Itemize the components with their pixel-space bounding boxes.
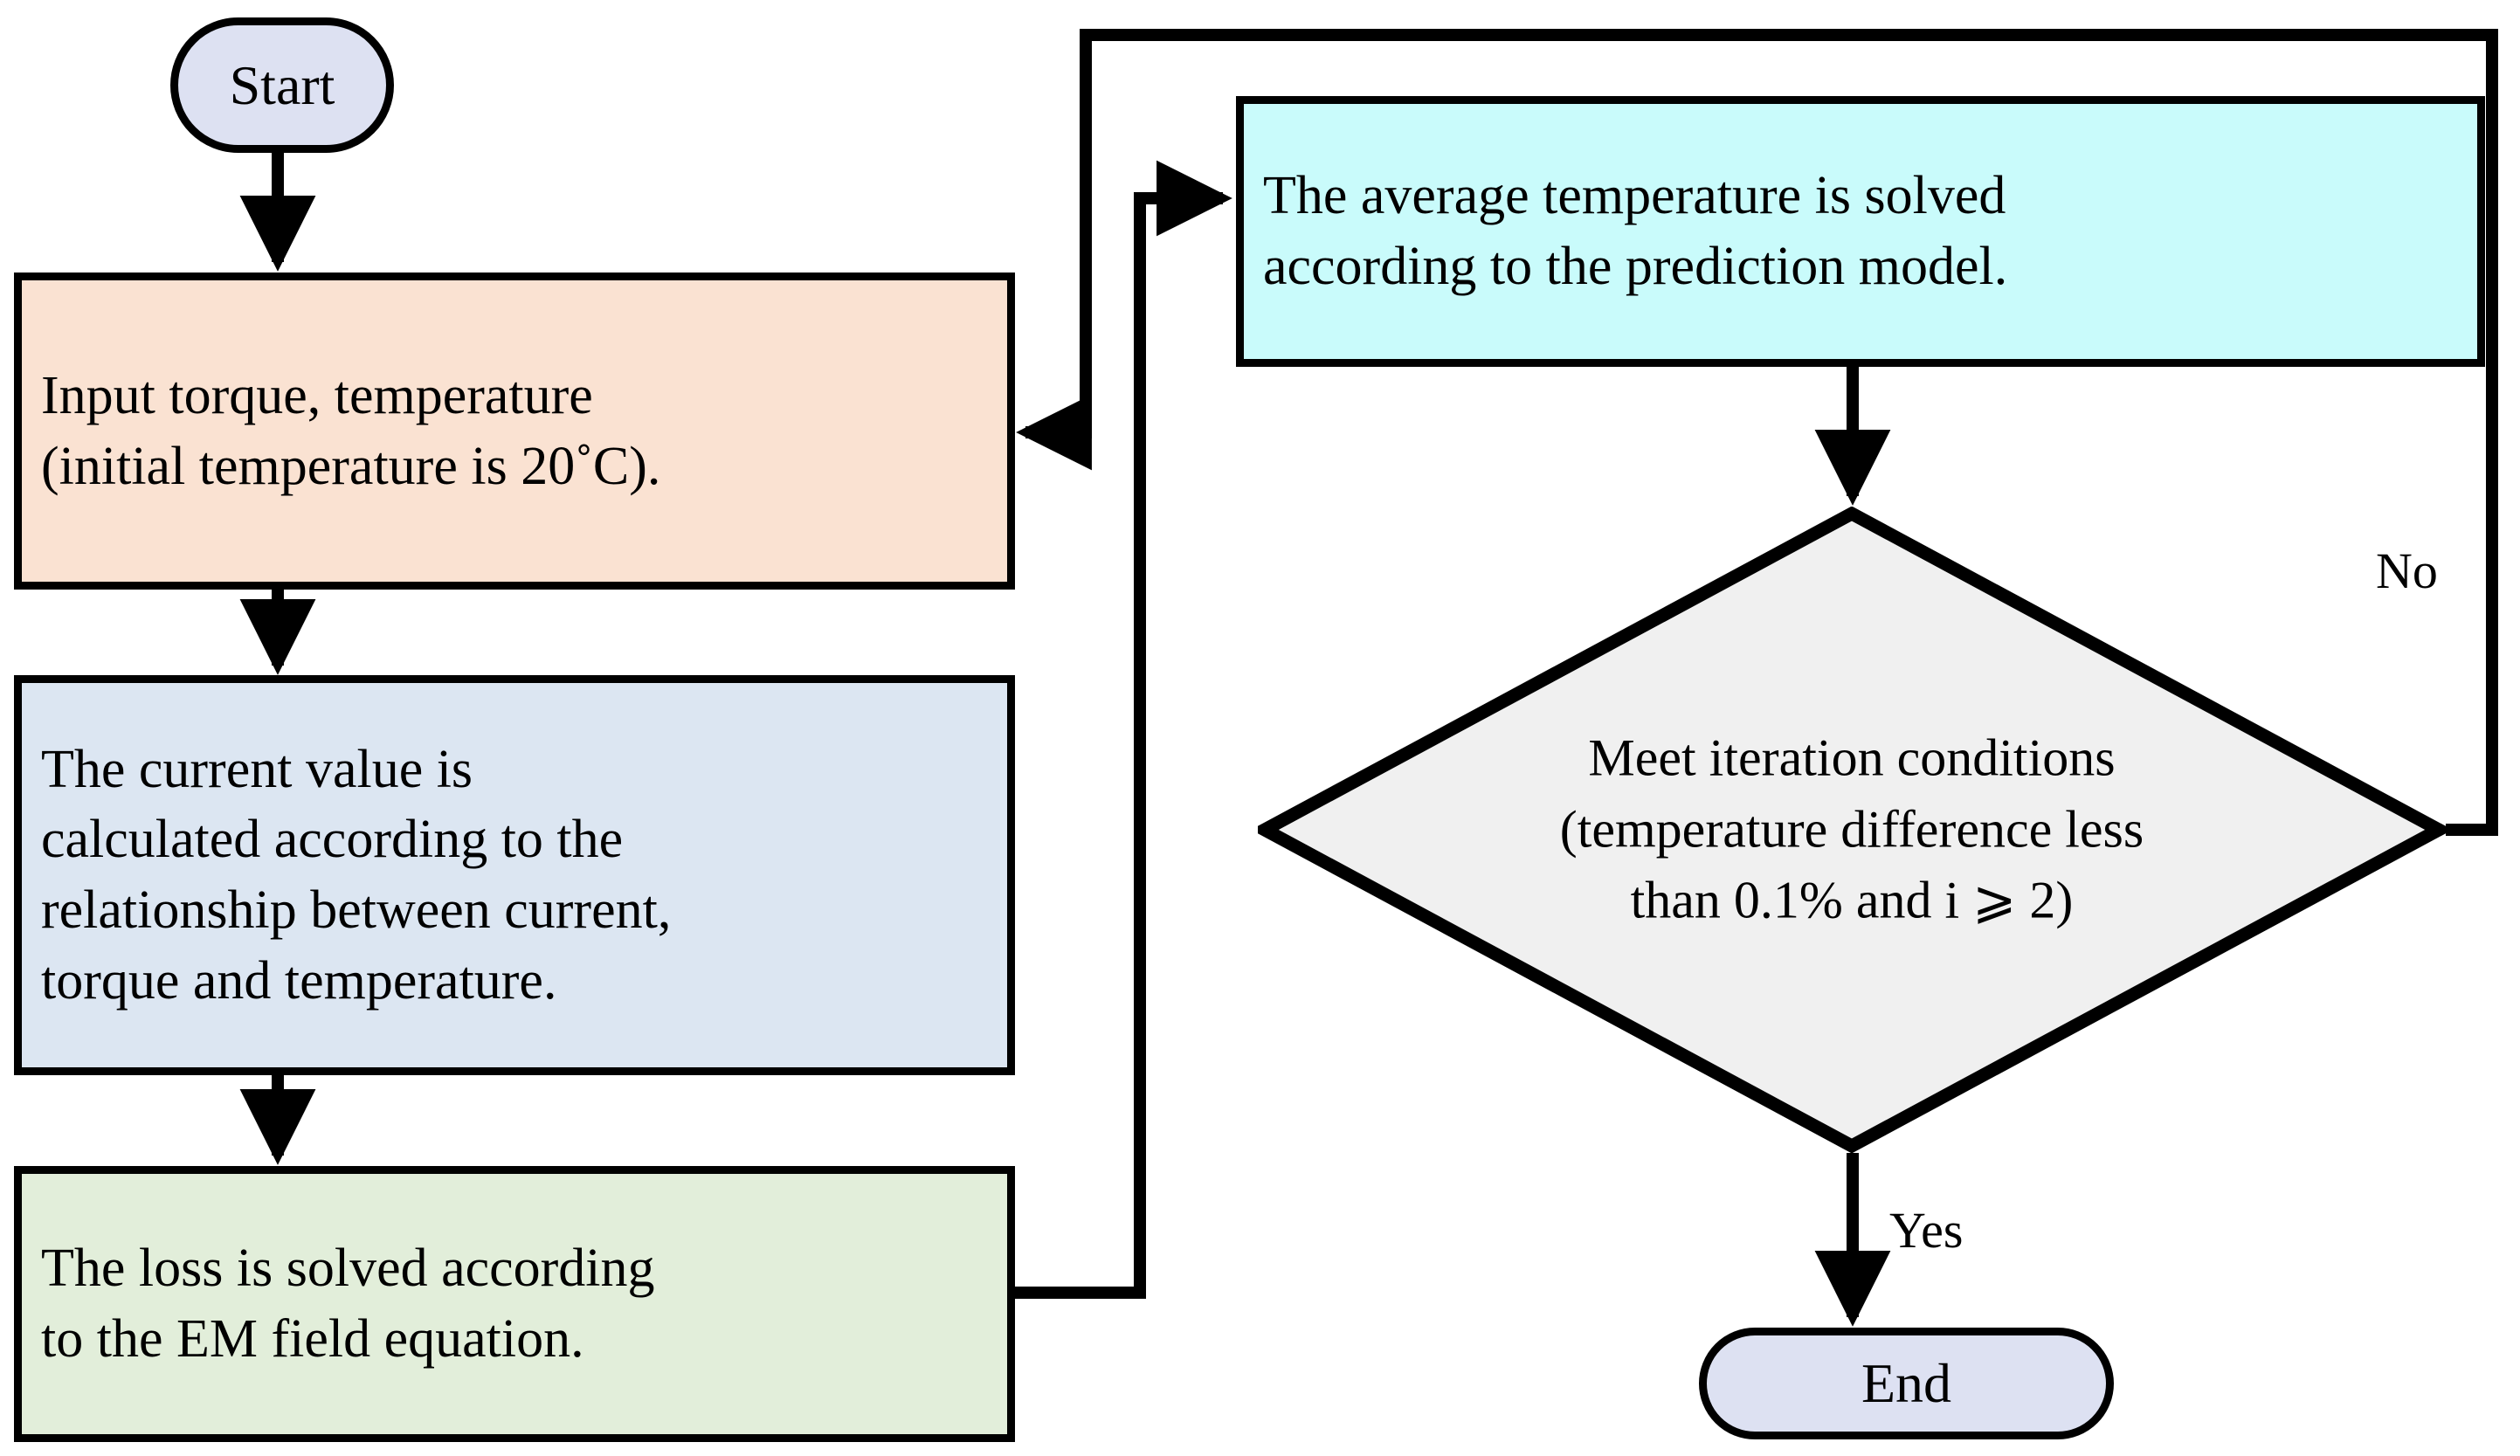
node-current-calculation[interactable]: The current value is calculated accordin… [14, 675, 1015, 1075]
node-input-torque-temperature[interactable]: Input torque, temperature (initial tempe… [14, 273, 1015, 590]
node-loss-solution[interactable]: The loss is solved according to the EM f… [14, 1166, 1015, 1442]
node-loss-line2: to the EM field equation. [41, 1309, 584, 1369]
node-current-text: The current value is calculated accordin… [22, 735, 1007, 1016]
node-current-line1: The current value is [41, 739, 473, 799]
node-decision-line3: than 0.1% and i ⩾ 2) [1630, 871, 2074, 929]
edge-loss-to-average [1015, 160, 1232, 1299]
node-end-label: End [1861, 1352, 1952, 1415]
node-average-text: The average temperature is solved accord… [1244, 161, 2477, 301]
node-average-line1: The average temperature is solved [1263, 166, 2006, 226]
decision-diamond-shape [1258, 507, 2446, 1153]
node-average-temperature[interactable]: The average temperature is solved accord… [1236, 96, 2485, 367]
node-decision-iteration[interactable]: Meet iteration conditions (temperature d… [1258, 507, 2446, 1153]
node-decision-text: Meet iteration conditions (temperature d… [1377, 723, 2327, 937]
edge-label-yes: Yes [1889, 1202, 1964, 1259]
node-input-line2: (initial temperature is 20˚C). [41, 436, 661, 496]
node-loss-line1: The loss is solved according [41, 1239, 655, 1299]
node-current-line2: calculated according to the [41, 810, 624, 870]
edge-decision-no-to-input [1016, 29, 2498, 836]
node-average-line2: according to the prediction model. [1263, 237, 2008, 296]
node-end[interactable]: End [1699, 1328, 2114, 1439]
node-input-text: Input torque, temperature (initial tempe… [22, 361, 1007, 501]
node-input-line1: Input torque, temperature [41, 365, 593, 425]
node-decision-line2: (temperature difference less [1559, 800, 2144, 859]
node-start-label: Start [229, 53, 335, 116]
node-loss-text: The loss is solved according to the EM f… [22, 1233, 1007, 1374]
node-decision-line1: Meet iteration conditions [1588, 728, 2116, 787]
edge-label-no: No [2376, 542, 2438, 599]
node-current-line4: torque and temperature. [41, 950, 557, 1011]
node-start[interactable]: Start [170, 17, 394, 153]
node-current-line3: relationship between current, [41, 880, 672, 940]
